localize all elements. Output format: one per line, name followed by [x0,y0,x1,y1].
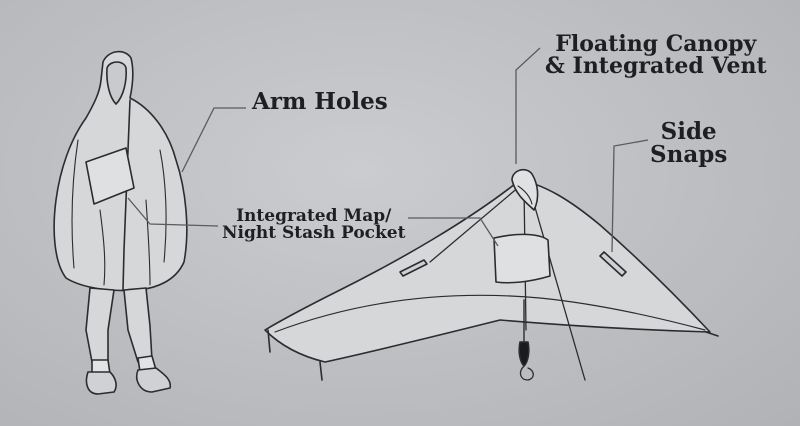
fold-line [71,139,167,286]
vent-detail [517,185,533,205]
label-map-pocket: Integrated Map/ Night Stash Pocket [222,206,406,244]
label-canopy-line-1: Floating Canopy [555,31,757,57]
guy-line-loop [519,365,534,381]
poncho-figure [53,50,188,395]
leader-side-snaps [611,139,649,253]
right-leg [123,287,153,363]
leader-lines [127,47,649,253]
leader-map-pocket-tent [408,217,499,247]
poncho-map-pocket [85,147,135,205]
right-shoe [136,367,172,393]
side-tab [399,259,428,277]
pole-toggle [518,341,530,367]
leader-canopy [515,47,541,164]
tarp-tent [264,168,719,381]
tent-map-pocket [493,233,551,284]
label-arm-holes: Arm Holes [252,88,388,115]
leader-map-pocket-poncho [127,197,219,227]
label-canopy: Floating Canopy & Integrated Vent [545,33,767,78]
label-map-pocket-line-2: Night Stash Pocket [222,223,406,244]
left-leg [85,287,115,365]
label-side-snaps: Side Snaps [650,120,727,167]
hood-opening [106,61,127,105]
left-shoe [85,371,117,395]
label-canopy-line-2: & Integrated Vent [545,53,767,80]
label-side-snaps-line-2: Snaps [650,141,728,169]
side-snap-tab [599,251,627,277]
tent-canopy [264,179,711,363]
leader-arm-holes [181,107,246,173]
tie-out-corners [267,329,719,381]
label-map-pocket-line-1: Integrated Map/ [236,206,392,226]
tent-floor-line [274,294,706,333]
label-side-snaps-line-1: Side [660,118,717,145]
